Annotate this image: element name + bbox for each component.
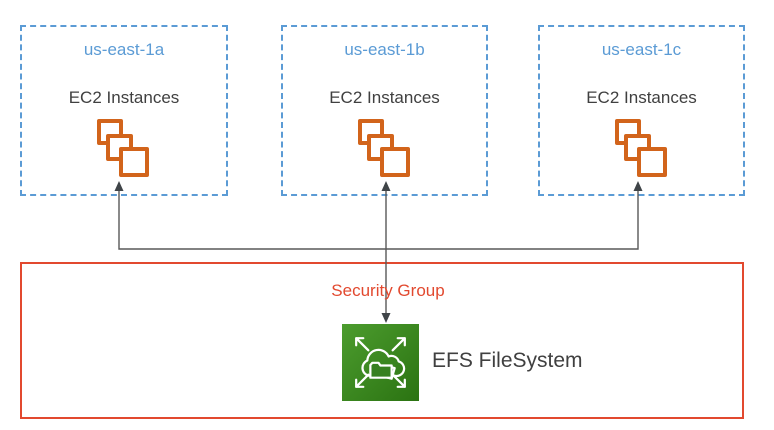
ec2-square-front — [119, 147, 149, 177]
expand-arrow-top-right — [391, 337, 406, 352]
efs-icon-background — [342, 324, 419, 401]
az-box-us-east-1b: us-east-1b EC2 Instances — [281, 25, 488, 196]
efs-filesystem-icon — [342, 324, 419, 401]
ec2-instances-label: EC2 Instances — [68, 88, 180, 107]
az-label: us-east-1c — [601, 40, 682, 59]
folder-front — [369, 361, 393, 379]
ec2-instances-icon — [614, 119, 669, 179]
ec2-square-front — [636, 147, 667, 177]
cloud-outline — [361, 348, 406, 378]
ec2-instances-icon — [97, 119, 151, 179]
ec2-instances-label: EC2 Instances — [329, 88, 440, 107]
efs-filesystem-label: EFS FileSystem — [432, 349, 583, 372]
expand-arrow-top-left — [355, 337, 370, 352]
ec2-square-front — [379, 147, 410, 177]
az-label: us-east-1a — [83, 40, 165, 59]
az-label: us-east-1b — [344, 40, 425, 59]
expand-arrow-bottom-left — [355, 373, 370, 388]
az-box-us-east-1a: us-east-1a EC2 Instances — [20, 25, 228, 196]
security-group-label: Security Group — [331, 281, 445, 300]
ec2-instances-icon — [357, 119, 412, 179]
az-box-us-east-1c: us-east-1c EC2 Instances — [538, 25, 745, 196]
ec2-instances-label: EC2 Instances — [586, 88, 697, 107]
